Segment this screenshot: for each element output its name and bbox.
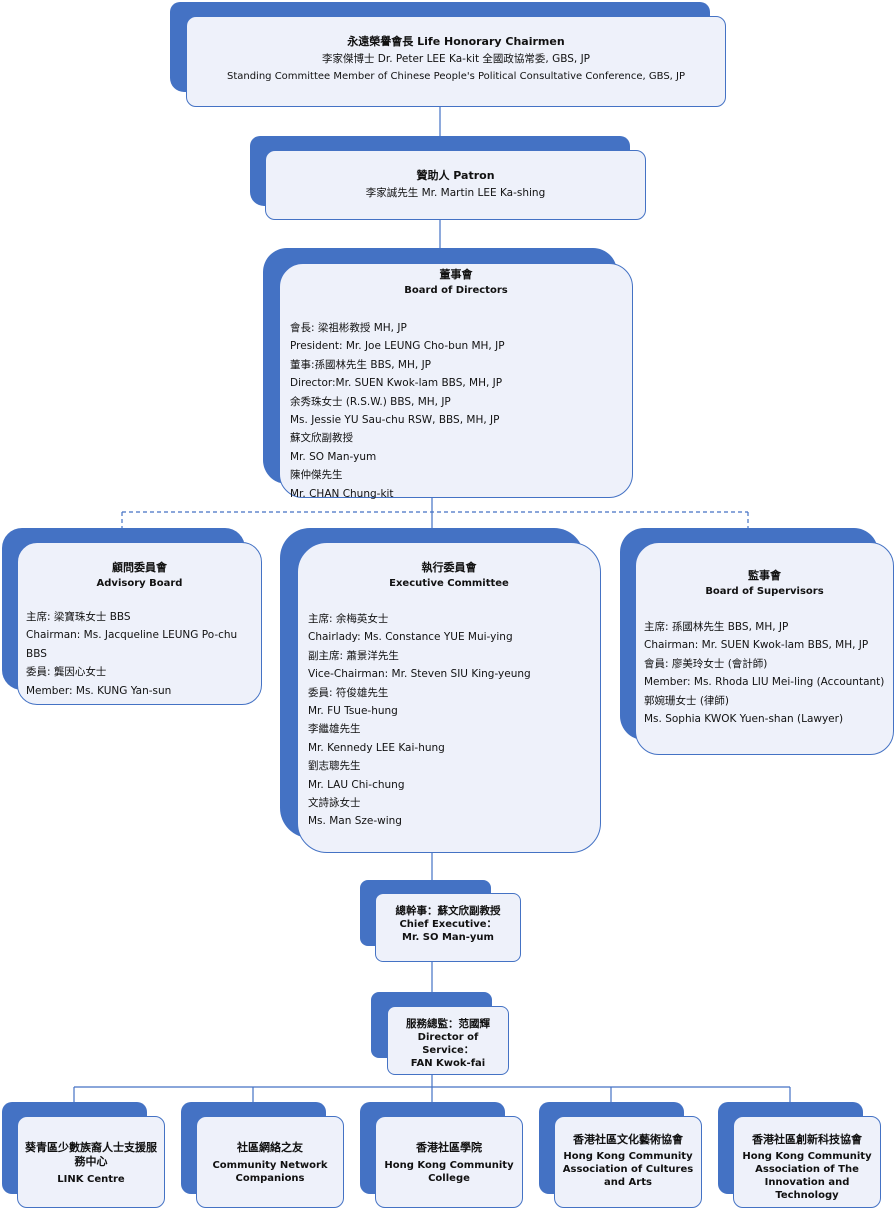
executive-title-zh: 執行委員會 xyxy=(421,561,477,574)
director-title-zh: 服務總監：范國輝 xyxy=(406,1018,490,1030)
unit-name-en: Hong Kong Community Association of Cultu… xyxy=(562,1151,694,1188)
advisory-member-line: Member: Ms. KUNG Yan-sun xyxy=(26,684,172,697)
board-member-line: 蘇文欣副教授 xyxy=(290,432,353,445)
supervisors-title-en: Board of Supervisors xyxy=(705,586,824,597)
board-members: 會長: 梁祖彬教授 MH, JP President: Mr. Joe LEUN… xyxy=(290,319,622,503)
patron-title: 贊助人 Patron xyxy=(416,169,495,182)
executive-member-line: 主席: 余梅英女士 xyxy=(308,613,389,625)
unit-box: 社區網絡之友 Community Network Companions xyxy=(196,1116,344,1208)
executive-member-line: Ms. Man Sze-wing xyxy=(308,815,402,828)
unit-name-zh: 香港社區文化藝術協會 xyxy=(573,1133,683,1146)
board-member-line: 余秀珠女士 (R.S.W.) BBS, MH, JP xyxy=(290,395,451,408)
executive-member-line: 劉志聰先生 xyxy=(308,760,361,773)
unit-name-zh: 香港社區創新科技協會 xyxy=(752,1133,862,1146)
director-line-1: Director of Service： xyxy=(417,1032,479,1056)
unit-box: 香港社區學院 Hong Kong Community College xyxy=(375,1116,523,1208)
board-member-line: 董事:孫國林先生 BBS, MH, JP xyxy=(290,358,431,371)
supervisors-member-line: Member: Ms. Rhoda LIU Mei-ling (Accounta… xyxy=(644,676,885,689)
supervisors-member-line: Chairman: Mr. SUEN Kwok-lam BBS, MH, JP xyxy=(644,639,869,652)
unit-name-en: Hong Kong Community College xyxy=(384,1160,514,1184)
director-box: 服務總監：范國輝 Director of Service： FAN Kwok-f… xyxy=(387,1006,509,1075)
unit-name-en: Hong Kong Community Association of The I… xyxy=(742,1151,872,1201)
chief-line-1: Chief Executive： xyxy=(399,919,497,930)
chief-line-2: Mr. SO Man-yum xyxy=(402,932,494,943)
chief-box: 總幹事：蘇文欣副教授 Chief Executive： Mr. SO Man-y… xyxy=(375,893,521,962)
director-line-2: FAN Kwok-fai xyxy=(410,1058,486,1069)
advisory-box: 顧問委員會 Advisory Board 主席: 梁寶珠女士 BBS Chair… xyxy=(17,542,262,705)
board-member-line: Mr. SO Man-yum xyxy=(290,450,377,463)
executive-box: 執行委員會 Executive Committee 主席: 余梅英女士 Chai… xyxy=(297,542,601,853)
patron-line: 李家誠先生 Mr. Martin LEE Ka-shing xyxy=(365,187,546,199)
honorary-line-2: Standing Committee Member of Chinese Peo… xyxy=(226,71,686,82)
supervisors-member-line: Ms. Sophia KWOK Yuen-shan (Lawyer) xyxy=(644,713,844,726)
unit-name-en: Community Network Companions xyxy=(212,1160,328,1184)
advisory-member-line: 主席: 梁寶珠女士 BBS xyxy=(26,611,131,623)
chief-title-zh: 總幹事：蘇文欣副教授 xyxy=(395,905,501,917)
advisory-member-line: Chairman: Ms. Jacqueline LEUNG Po-chu BB… xyxy=(26,629,238,660)
executive-member-line: Mr. Kennedy LEE Kai-hung xyxy=(308,741,445,754)
board-title-zh: 董事會 xyxy=(439,268,473,281)
unit-name-en: LINK Centre xyxy=(57,1174,125,1185)
executive-member-line: Vice-Chairman: Mr. Steven SIU King-yeung xyxy=(308,668,531,681)
executive-member-line: 副主席: 蕭景洋先生 xyxy=(308,649,399,662)
supervisors-member-line: 主席: 孫國林先生 BBS, MH, JP xyxy=(644,621,789,633)
unit-name-zh: 葵青區少數族裔人士支援服務中心 xyxy=(25,1141,157,1168)
board-box: 董事會 Board of Directors 會長: 梁祖彬教授 MH, JP … xyxy=(279,263,633,500)
honorary-line-1: 李家傑博士 Dr. Peter LEE Ka-kit 全國政協常委, GBS, … xyxy=(321,53,591,65)
unit-box: 香港社區文化藝術協會 Hong Kong Community Associati… xyxy=(554,1116,702,1208)
board-member-line: President: Mr. Joe LEUNG Cho-bun MH, JP xyxy=(290,340,505,353)
supervisors-members: 主席: 孫國林先生 BBS, MH, JP Chairman: Mr. SUEN… xyxy=(644,618,885,728)
honorary-box: 永遠榮譽會長 Life Honorary Chairmen 李家傑博士 Dr. … xyxy=(186,16,726,107)
advisory-members: 主席: 梁寶珠女士 BBS Chairman: Ms. Jacqueline L… xyxy=(26,608,253,700)
unit-name-zh: 社區網絡之友 xyxy=(237,1141,303,1154)
supervisors-member-line: 郭婉珊女士 (律師) xyxy=(644,694,730,707)
advisory-member-line: 委員: 龔因心女士 xyxy=(26,666,107,679)
board-member-line: 會長: 梁祖彬教授 MH, JP xyxy=(290,322,407,334)
advisory-title-en: Advisory Board xyxy=(96,578,183,589)
board-title-en: Board of Directors xyxy=(404,285,508,296)
supervisors-box: 監事會 Board of Supervisors 主席: 孫國林先生 BBS, … xyxy=(635,542,894,755)
executive-member-line: 委員: 符俊雄先生 xyxy=(308,686,389,699)
patron-box: 贊助人 Patron 李家誠先生 Mr. Martin LEE Ka-shing xyxy=(265,150,646,220)
unit-box: 香港社區創新科技協會 Hong Kong Community Associati… xyxy=(733,1116,881,1208)
board-member-line: Ms. Jessie YU Sau-chu RSW, BBS, MH, JP xyxy=(290,414,500,427)
board-member-line: 陳仲傑先生 xyxy=(290,469,343,482)
executive-members: 主席: 余梅英女士 Chairlady: Ms. Constance YUE M… xyxy=(308,610,590,831)
executive-member-line: Mr. LAU Chi-chung xyxy=(308,778,405,791)
honorary-title: 永遠榮譽會長 Life Honorary Chairmen xyxy=(347,35,565,48)
executive-member-line: 文詩詠女士 xyxy=(308,797,361,810)
supervisors-title-zh: 監事會 xyxy=(748,569,781,582)
unit-name-zh: 香港社區學院 xyxy=(416,1141,482,1154)
executive-member-line: 李繼雄先生 xyxy=(308,723,361,736)
executive-title-en: Executive Committee xyxy=(389,578,509,589)
advisory-title-zh: 顧問委員會 xyxy=(112,561,167,574)
board-member-line: Mr. CHAN Chung-kit xyxy=(290,487,394,500)
executive-member-line: Chairlady: Ms. Constance YUE Mui-ying xyxy=(308,631,513,644)
executive-member-line: Mr. FU Tsue-hung xyxy=(308,705,398,718)
unit-box: 葵青區少數族裔人士支援服務中心 LINK Centre xyxy=(17,1116,165,1208)
board-member-line: Director:Mr. SUEN Kwok-lam BBS, MH, JP xyxy=(290,377,503,390)
supervisors-member-line: 會員: 廖美玲女士 (會計師) xyxy=(644,657,768,670)
